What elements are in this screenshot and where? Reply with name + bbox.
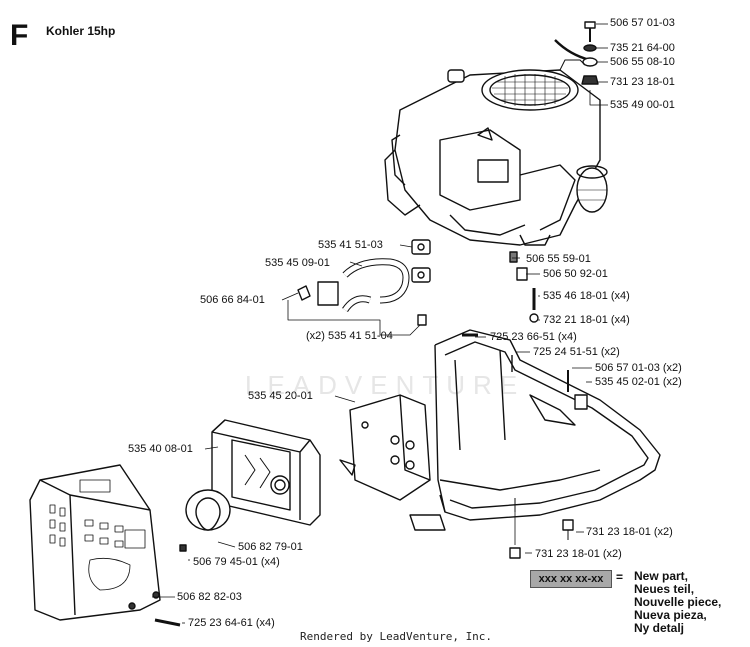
part-label-506-57-01-03-x2[interactable]: 506 57 01-03 (x2) (595, 362, 682, 374)
new-part-legend-code: xxx xx xx-xx (530, 570, 612, 588)
part-label-506-66-84-01[interactable]: 506 66 84-01 (200, 294, 265, 306)
part-label-506-79-45-01[interactable]: 506 79 45-01 (x4) (193, 556, 280, 568)
part-label-725-23-64-61[interactable]: 725 23 64-61 (x4) (188, 617, 275, 629)
leader-lines (152, 23, 608, 624)
part-label-535-46-18-01[interactable]: 535 46 18-01 (x4) (543, 290, 630, 302)
part-label-535-49-00-01[interactable]: 535 49 00-01 (610, 99, 675, 111)
engine-illustration (384, 39, 608, 246)
part-label-732-21-18-01[interactable]: 732 21 18-01 (x4) (543, 314, 630, 326)
heat-shield (29, 464, 181, 627)
engine-frame (339, 329, 661, 559)
legend-line-de: Neues teil, (634, 582, 695, 596)
legend-line-en: New part, (634, 569, 689, 583)
section-letter: F (10, 19, 29, 52)
muffler (211, 419, 321, 526)
watermark-text: LEADVENTURE (245, 370, 526, 400)
hose-assembly (297, 239, 431, 326)
part-label-506-82-79-01[interactable]: 506 82 79-01 (238, 541, 303, 553)
exhaust-deflector (179, 489, 231, 552)
legend-equals: = (616, 570, 624, 584)
part-label-506-82-82-03[interactable]: 506 82 82-03 (177, 591, 242, 603)
part-label-731-23-18-01-x2-b[interactable]: 731 23 18-01 (x2) (535, 548, 622, 560)
part-label-735-21-64-00[interactable]: 735 21 64-00 (610, 42, 675, 54)
new-part-legend-text: New part, Neues teil, Nouvelle piece, Nu… (634, 570, 721, 635)
part-label-535-41-51-03[interactable]: 535 41 51-03 (318, 239, 383, 251)
part-label-535-45-20-01[interactable]: 535 45 20-01 (248, 390, 313, 402)
part-label-506-57-01-03[interactable]: 506 57 01-03 (610, 17, 675, 29)
part-label-731-23-18-01[interactable]: 731 23 18-01 (610, 76, 675, 88)
legend-line-es: Nueva pieza, (634, 608, 707, 622)
part-label-535-45-02-01[interactable]: 535 45 02-01 (x2) (595, 376, 682, 388)
legend-line-sv: Ny detalj (634, 621, 685, 635)
part-label-506-55-59-01[interactable]: 506 55 59-01 (526, 253, 591, 265)
part-label-506-50-92-01[interactable]: 506 50 92-01 (543, 268, 608, 280)
legend-line-fr: Nouvelle piece, (634, 595, 722, 609)
rendered-by-credit: Rendered by LeadVenture, Inc. (300, 630, 493, 643)
part-label-725-24-51-51[interactable]: 725 24 51-51 (x2) (533, 346, 620, 358)
diagram-title: Kohler 15hp (46, 24, 116, 38)
part-label-535-40-08-01[interactable]: 535 40 08-01 (128, 443, 193, 455)
part-label-535-45-09-01[interactable]: 535 45 09-01 (265, 257, 330, 269)
part-label-506-55-08-10[interactable]: 506 55 08-10 (610, 56, 675, 68)
part-label-731-23-18-01-x2-a[interactable]: 731 23 18-01 (x2) (586, 526, 673, 538)
part-label-725-23-66-51[interactable]: 725 23 66-51 (x4) (490, 331, 577, 343)
part-label-535-41-51-04[interactable]: (x2) 535 41 51-04 (306, 330, 393, 342)
